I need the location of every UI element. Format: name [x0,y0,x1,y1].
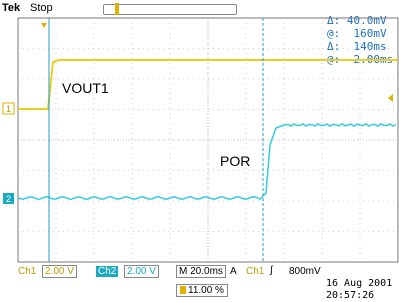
delta-t-value: 140ms [353,40,387,53]
footer-settings: Ch1 2.00 V Ch2 2.00 V M 20.0ms A Ch1 ∫ 8… [0,262,399,302]
time-label: 20:57:26 [326,290,375,301]
horizontal-position[interactable]: 11.00 % [176,284,228,297]
trigger-position-marker [115,3,119,15]
delta-v-label: Δ: [327,14,341,27]
ch2-trace [17,122,397,200]
status-bar: Tek Stop [0,0,399,18]
delta-t-label: Δ: [327,40,341,53]
record-position-bar[interactable] [103,4,237,15]
por-label: POR [220,153,250,169]
ch1-label[interactable]: Ch1 [18,266,37,277]
ch2-ground-marker[interactable]: 2 [3,193,14,204]
ch1-trace [18,59,398,110]
trigger-mode: A [230,266,237,277]
trigger-slope-icon: ∫ [270,265,273,276]
acquisition-status: Stop [30,2,53,14]
at-v-label: @: [327,27,341,40]
trigger-level[interactable]: 800mV [289,266,321,277]
ch1-ground-marker[interactable]: 1 [2,102,15,115]
brand-label: Tek [2,2,21,14]
ch2-label[interactable]: Ch2 [96,266,119,277]
ch2-scale[interactable]: 2.00 V [124,265,159,278]
cursor-readout: Δ: 40.0mV @: 160mV Δ: 140ms @: -2.00ms [327,14,393,66]
ch1-scale[interactable]: 2.00 V [42,265,77,278]
at-v-value: 160mV [353,27,387,40]
delta-v-value: 40.0mV [346,14,387,27]
svg-text:2: 2 [6,194,11,204]
trigger-level-marker[interactable] [388,94,393,102]
timebase-readout[interactable]: M 20.0ms [176,265,226,278]
vout1-label: VOUT1 [62,80,109,96]
svg-text:1: 1 [6,104,11,114]
position-icon [180,286,186,295]
position-percent: 11.00 % [188,285,224,296]
trigger-point-marker [41,23,47,28]
trigger-source[interactable]: Ch1 [246,266,265,277]
date-label: 16 Aug 2001 [326,278,393,289]
graticule [17,17,399,263]
